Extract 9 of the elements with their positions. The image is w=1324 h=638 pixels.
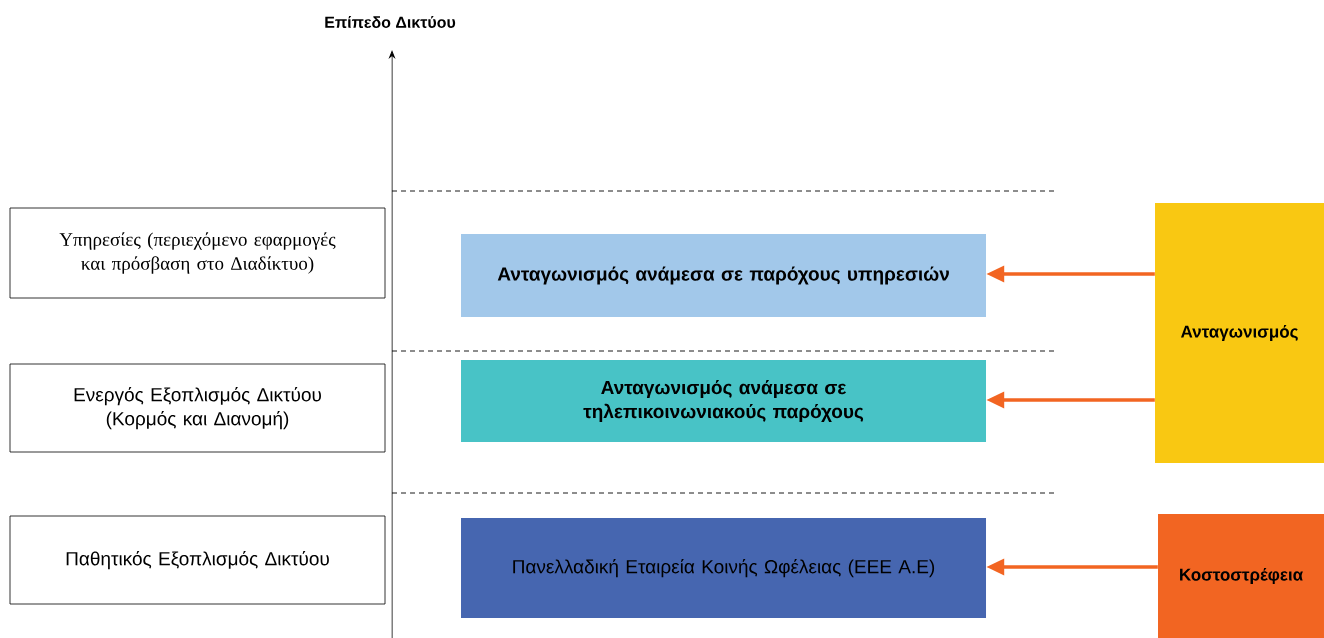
side-box: Ανταγωνισμός (1155, 203, 1324, 463)
layer-box: Παθητικός Εξοπλισμός Δικτύου (9, 515, 386, 605)
layer-box: Υπηρεσίες (περιεχόμενο εφαρμογές και πρόσβαση στο Διαδίκτυο) (9, 207, 386, 299)
side-box: Κοστοστρέφεια (1158, 514, 1324, 638)
process-box: Πανελλαδική Εταιρεία Κοινής Ωφέλειας (ΕΕΕ Α.Ε) (461, 518, 986, 618)
layer-box: Ενεργός Εξοπλισμός Δικτύου (Κορμός και Διανομή) (9, 363, 386, 453)
process-box: Ανταγωνισμός ανάμεσα σε τηλεπικοινωνιακούς παρόχους (461, 360, 986, 442)
axis-label: Επίπεδο Δικτύου (325, 16, 456, 28)
process-box: Ανταγωνισμός ανάμεσα σε παρόχους υπηρεσιών (461, 234, 986, 317)
